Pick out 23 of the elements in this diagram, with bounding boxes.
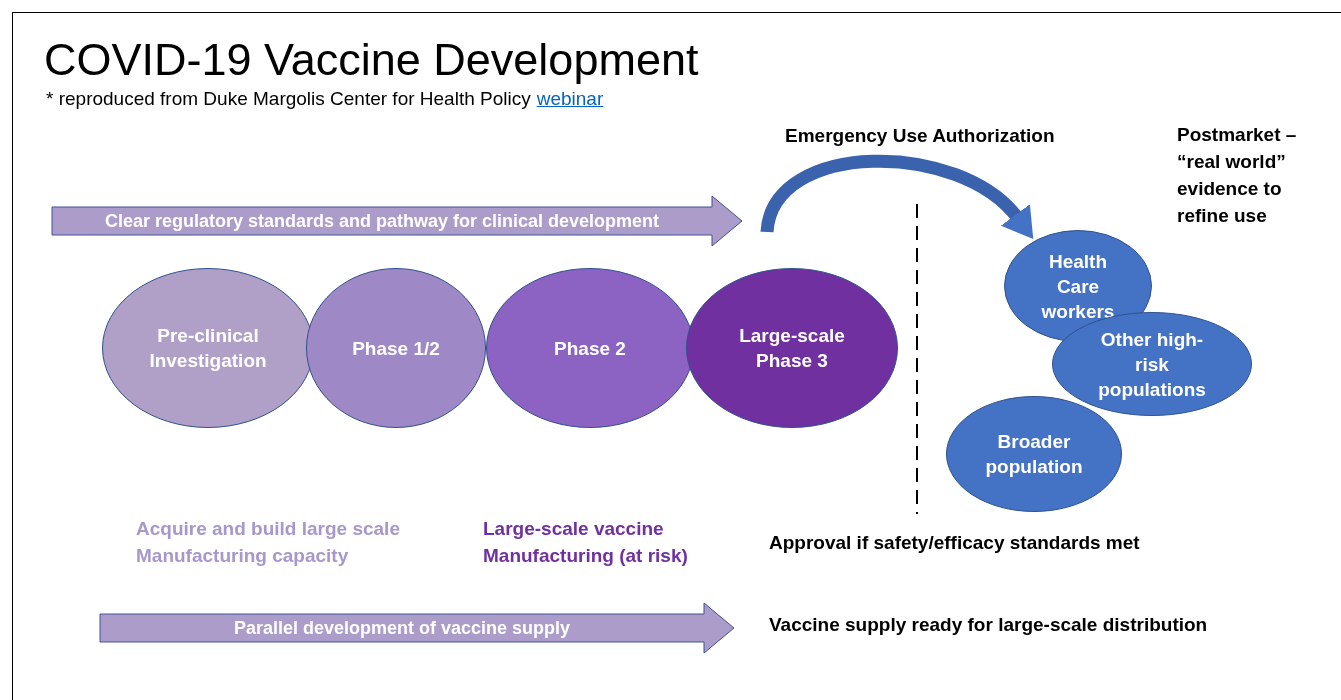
node-label: Pre-clinical Investigation <box>148 324 268 373</box>
curved-arrow <box>760 154 1036 238</box>
node-label: Health Care workers <box>1040 249 1116 324</box>
node-label: Phase 1/2 <box>352 336 440 361</box>
node-label: Clear regulatory standards and pathway for clinical development <box>104 210 660 232</box>
node-label: Parallel development of vaccine supply <box>233 617 571 639</box>
node-label: Large-scale Phase 3 <box>738 324 846 373</box>
edge-label: Emergency Use Authorization <box>785 124 1055 148</box>
annotation-text: Approval if safety/efficacy standards met <box>769 531 1141 555</box>
slide-title: COVID-19 Vaccine Development <box>44 33 699 87</box>
annotation-text: Large-scale vaccine Manufacturing (at risk) <box>483 517 689 568</box>
node-label: Other high-risk populations <box>1097 327 1207 402</box>
ellipse-node <box>686 268 898 428</box>
block-arrow <box>52 196 742 246</box>
ellipse-node <box>306 268 486 428</box>
node-label: Broader population <box>984 430 1084 479</box>
annotation-text: Postmarket – “real world” evidence to refine use <box>1177 123 1298 228</box>
block-arrow <box>100 603 734 653</box>
node-label: Phase 2 <box>554 336 626 361</box>
source-note: * reproduced from Duke Margolis Center for Health Policy <box>46 88 531 109</box>
annotation-text: Acquire and build large scale Manufacturing capacity <box>136 517 401 568</box>
webinar-link: webinar <box>536 88 604 109</box>
annotation-text: Vaccine supply ready for large-scale distribution <box>769 613 1209 637</box>
